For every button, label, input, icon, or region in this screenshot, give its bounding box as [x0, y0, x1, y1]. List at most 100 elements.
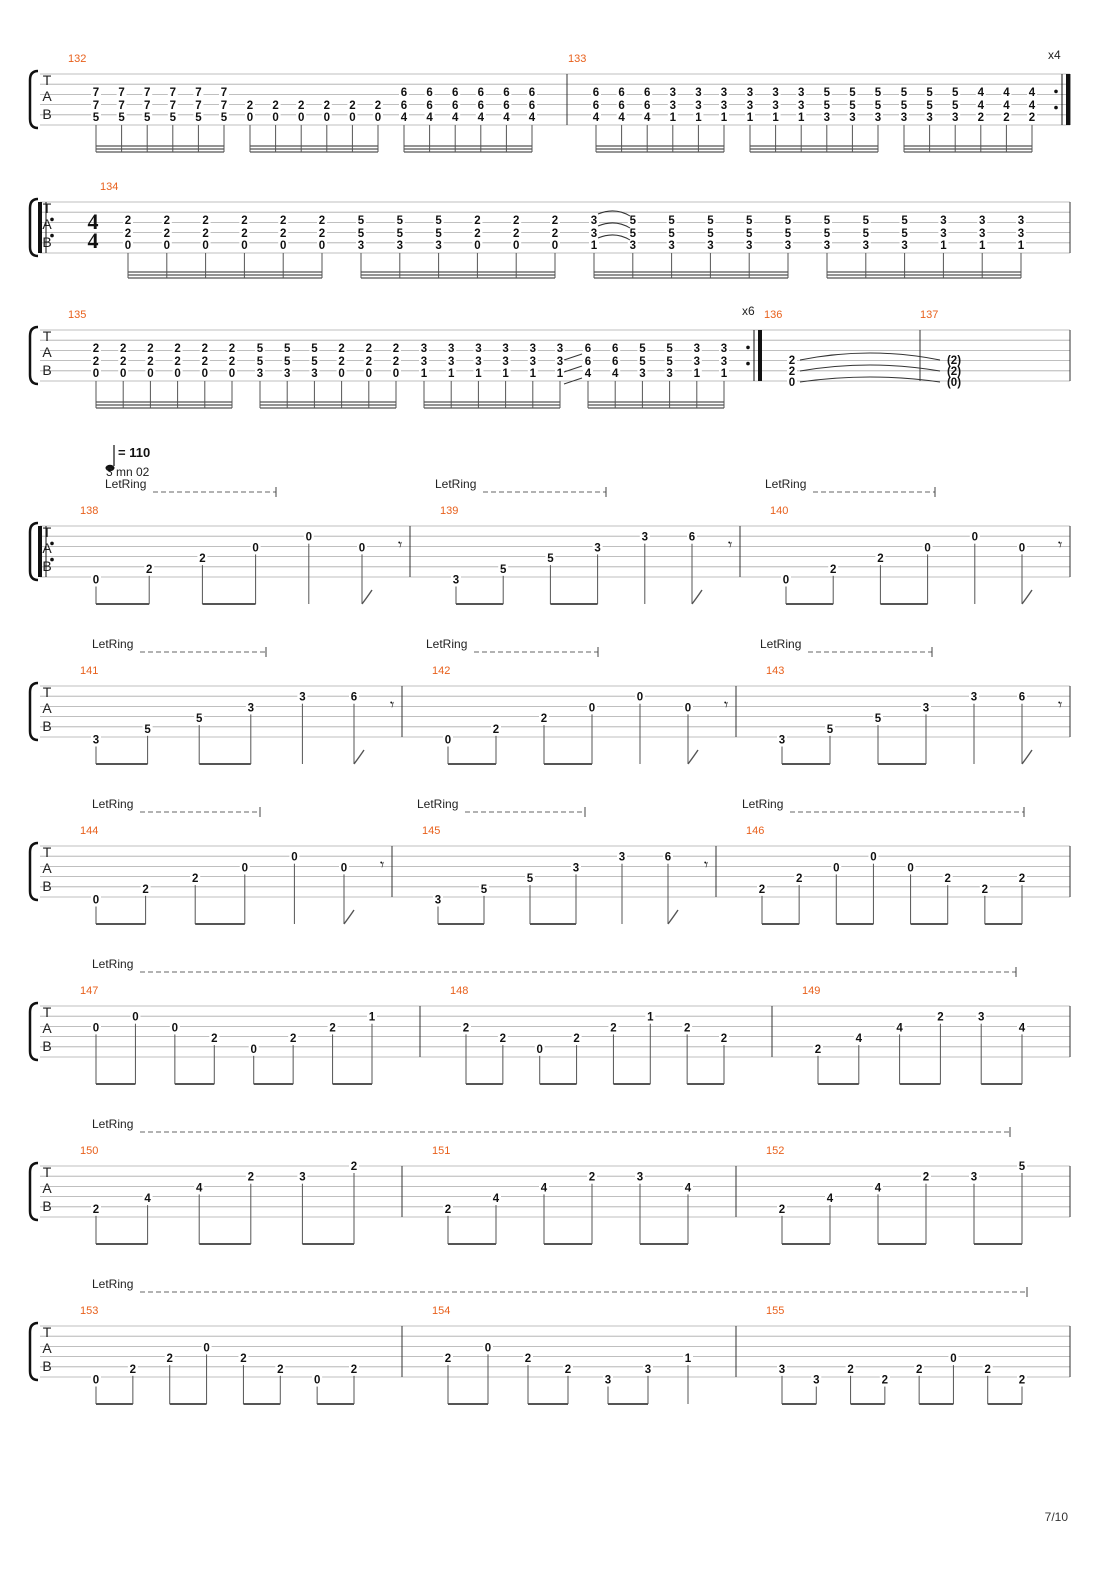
fret-number: 0: [229, 368, 235, 380]
fret-bg: [550, 214, 560, 225]
fret-number: 6: [452, 87, 458, 99]
fret-number: 0: [291, 852, 297, 864]
fret-bg: [847, 86, 858, 97]
fret-bg: [525, 872, 535, 884]
fret-number: 0: [132, 1012, 138, 1024]
fret-number: 4: [856, 1033, 863, 1045]
eighth-rest: 𝄾: [398, 535, 402, 554]
fret-number: 0: [870, 852, 876, 864]
fret-bg: [118, 342, 129, 353]
fret-number: 4: [1003, 87, 1010, 99]
fret-bg: [450, 86, 461, 97]
fret-number: 1: [1018, 240, 1025, 252]
fret-number: 3: [779, 735, 785, 747]
fret-number: 2: [573, 1033, 579, 1045]
fret-bg: [479, 882, 489, 894]
fret-bg: [91, 893, 101, 905]
fret-number: (2): [947, 366, 961, 378]
fret-bg: [424, 111, 435, 122]
fret-bg: [828, 562, 839, 574]
tab-clef-t: T: [43, 328, 52, 344]
fret-number: 5: [824, 215, 831, 227]
fret-bg: [142, 111, 153, 122]
fret-number: 3: [694, 356, 700, 368]
fret-number: 4: [644, 112, 651, 124]
fret-number: 3: [747, 87, 753, 99]
fret-number: 3: [557, 356, 563, 368]
fret-number: 3: [721, 356, 727, 368]
fret-number: 3: [637, 1172, 643, 1184]
fret-bg: [938, 214, 949, 225]
fret-number: 5: [901, 100, 908, 112]
fret-number: 2: [445, 1204, 451, 1216]
fret-bg: [545, 552, 556, 564]
fret-bg: [363, 367, 374, 378]
fret-bg: [642, 99, 653, 110]
fret-number: 2: [945, 873, 951, 885]
fret-number: 2: [120, 356, 126, 368]
fret-number: 1: [798, 112, 805, 124]
fret-number: 2: [759, 884, 765, 896]
fret-bg: [347, 99, 358, 110]
tie-arc: [799, 352, 941, 361]
fret-number: 2: [500, 1033, 506, 1045]
fret-number: 3: [721, 87, 727, 99]
fret-number: 3: [695, 87, 701, 99]
fret-bg: [161, 227, 172, 238]
fret-number: 3: [747, 100, 753, 112]
tab-clef-a: A: [42, 1340, 52, 1356]
fret-number: 4: [196, 1182, 203, 1194]
fret-bg: [825, 722, 835, 734]
fret-number: 2: [125, 228, 131, 240]
fret-number: 4: [1019, 1022, 1026, 1034]
fret-number: 0: [338, 368, 344, 380]
fret-number: 7: [93, 87, 99, 99]
fret-bg: [145, 342, 156, 353]
fret-bg: [555, 367, 565, 378]
fret-bg: [303, 530, 314, 542]
fret-number: 6: [351, 692, 357, 704]
fret-number: 3: [502, 343, 508, 355]
fret-bg: [879, 1373, 890, 1385]
system-bracket: [28, 1321, 39, 1382]
fret-bg: [296, 99, 307, 110]
fret-number: 3: [923, 702, 929, 714]
fret-number: 5: [284, 356, 291, 368]
slide-line: [563, 353, 583, 361]
fret-bg: [270, 111, 281, 122]
fret-bg: [317, 239, 327, 250]
fret-number: 3: [813, 1375, 819, 1387]
fret-bg: [719, 86, 729, 97]
fret-bg: [950, 99, 961, 110]
repeat-dot: [50, 233, 54, 238]
fret-bg: [527, 99, 537, 110]
fret-number: 5: [849, 87, 856, 99]
fret-bg: [539, 712, 549, 724]
fret-bg: [91, 1021, 101, 1033]
fret-number: 3: [573, 862, 579, 874]
fret-number: 5: [901, 228, 908, 240]
fret-bg: [592, 541, 603, 553]
fret-number: 5: [668, 215, 675, 227]
fret-bg: [683, 701, 693, 713]
fret-number: 2: [164, 228, 170, 240]
repeat-dot: [1054, 89, 1058, 94]
fret-bg: [123, 227, 133, 238]
fret-bg: [977, 227, 988, 238]
fret-bg: [227, 355, 237, 366]
fret-number: 4: [1029, 100, 1036, 112]
fret-bg: [847, 111, 858, 122]
fret-bg: [610, 355, 621, 366]
fret-number: 3: [475, 356, 481, 368]
fret-number: 5: [824, 228, 831, 240]
fret-number: 2: [147, 343, 153, 355]
fret-number: 7: [93, 100, 99, 112]
fret-number: 0: [637, 692, 643, 704]
fret-bg: [539, 1181, 549, 1193]
fret-number: 5: [170, 112, 177, 124]
fret-bg: [255, 355, 265, 366]
fret-number: 1: [369, 1012, 376, 1024]
fret-number: 3: [448, 343, 454, 355]
fret-number: 1: [694, 368, 701, 380]
fret-bg: [491, 1192, 501, 1204]
